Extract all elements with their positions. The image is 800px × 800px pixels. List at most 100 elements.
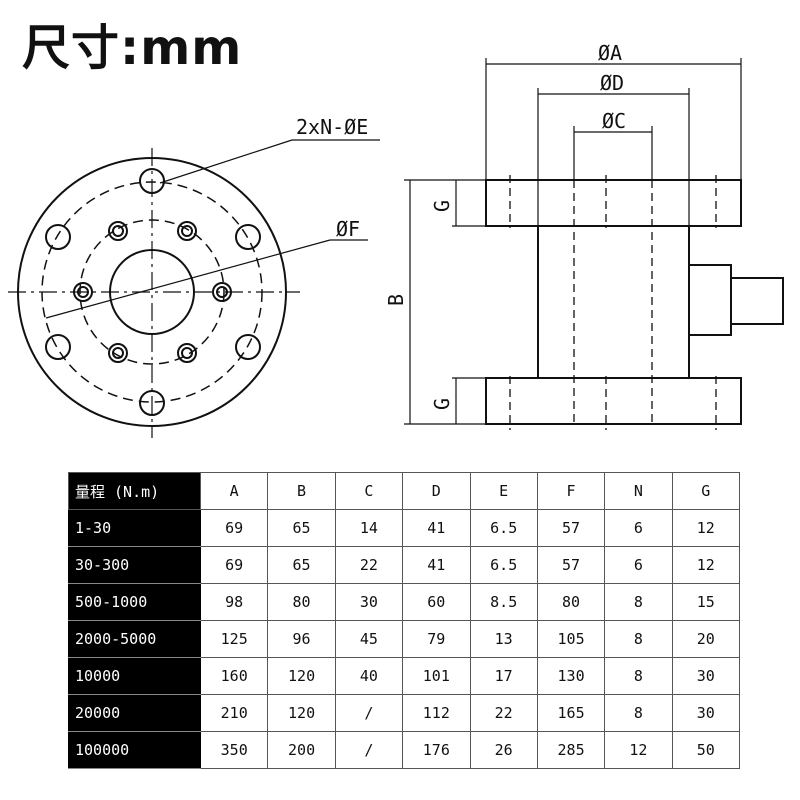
phiD-label: ØD	[600, 71, 624, 95]
flange-hole	[45, 334, 71, 360]
B-label: B	[384, 294, 408, 306]
table-cell: 22	[469, 694, 538, 732]
table-cell: 69	[199, 509, 269, 547]
table-cell: 80	[267, 583, 336, 621]
table-row: 20000 210 120 / 112 22 165 8 30	[68, 694, 741, 732]
G-top-label: G	[430, 200, 454, 212]
table-cell: 57	[536, 546, 606, 584]
table-cell: 6	[604, 509, 673, 547]
flange-hole	[45, 224, 71, 250]
table-cell: 8.5	[469, 583, 538, 621]
table-cell: 30	[671, 657, 741, 695]
table-cell: 210	[199, 694, 269, 732]
dimension-lines	[404, 58, 742, 425]
table-cell: /	[334, 694, 404, 732]
table-cell: 69	[199, 546, 269, 584]
column-header: A	[199, 472, 269, 510]
table-cell: 120	[267, 694, 336, 732]
table-cell: 160	[199, 657, 269, 695]
table-cell: 165	[536, 694, 606, 732]
table-cell: 12	[671, 546, 741, 584]
table-cell: 30	[334, 583, 404, 621]
column-header: B	[267, 472, 336, 510]
table-cell: 96	[267, 620, 336, 658]
range-header: 量程 (N.m)	[68, 472, 201, 510]
column-header: G	[671, 472, 741, 510]
table-cell: 60	[402, 583, 471, 621]
range-cell: 2000-5000	[68, 620, 201, 658]
table-cell: 15	[671, 583, 741, 621]
units-title: 尺寸:mm	[22, 20, 243, 76]
table-row: 10000 160 120 40 101 17 130 8 30	[68, 657, 741, 695]
phiF-label: ØF	[336, 217, 360, 241]
table-cell: 50	[671, 731, 741, 769]
flange-hole	[235, 334, 261, 360]
table-row: 500-1000 98 80 30 60 8.5 80 8 15	[68, 583, 741, 621]
pcd-leader-line	[45, 239, 331, 319]
front-view	[8, 139, 380, 438]
spec-table: 量程 (N.m) A B C D E F N G 1-30 69 65 14 4…	[68, 472, 741, 769]
table-cell: 41	[402, 546, 471, 584]
table-cell: 98	[199, 583, 269, 621]
table-cell: 14	[334, 509, 404, 547]
range-cell: 30-300	[68, 546, 201, 584]
table-cell: 80	[536, 583, 606, 621]
table-cell: 350	[199, 731, 269, 769]
connector-base	[688, 264, 732, 336]
table-cell: 22	[334, 546, 404, 584]
spec-table-header: 量程 (N.m) A B C D E F N G	[68, 472, 741, 510]
table-cell: 26	[469, 731, 538, 769]
table-cell: 120	[267, 657, 336, 695]
top-flange	[485, 179, 742, 227]
table-cell: 40	[334, 657, 404, 695]
phiC-label: ØC	[602, 109, 626, 133]
table-cell: /	[334, 731, 404, 769]
table-cell: 12	[604, 731, 673, 769]
side-view	[404, 58, 784, 430]
center-bore	[109, 249, 195, 335]
table-cell: 20	[671, 620, 741, 658]
column-header: N	[604, 472, 673, 510]
table-cell: 6	[604, 546, 673, 584]
range-cell: 500-1000	[68, 583, 201, 621]
table-cell: 125	[199, 620, 269, 658]
bottom-flange	[485, 377, 742, 425]
table-cell: 285	[536, 731, 606, 769]
table-cell: 41	[402, 509, 471, 547]
table-cell: 79	[402, 620, 471, 658]
column-header: D	[402, 472, 471, 510]
table-cell: 101	[402, 657, 471, 695]
table-cell: 105	[536, 620, 606, 658]
column-header: E	[469, 472, 538, 510]
table-cell: 13	[469, 620, 538, 658]
column-header: F	[536, 472, 606, 510]
connector-plug	[730, 277, 784, 325]
table-row: 1-30 69 65 14 41 6.5 57 6 12	[68, 509, 741, 547]
column-header: C	[334, 472, 404, 510]
range-cell: 100000	[68, 731, 201, 769]
table-cell: 45	[334, 620, 404, 658]
table-cell: 8	[604, 583, 673, 621]
table-cell: 176	[402, 731, 471, 769]
hidden-lines	[509, 175, 717, 430]
G-bottom-label: G	[430, 398, 454, 410]
table-row: 100000 350 200 / 176 26 285 12 50	[68, 731, 741, 769]
range-cell: 1-30	[68, 509, 201, 547]
table-cell: 6.5	[469, 509, 538, 547]
table-cell: 8	[604, 620, 673, 658]
table-cell: 12	[671, 509, 741, 547]
flange-hole	[235, 224, 261, 250]
outer-flange-circle	[17, 157, 287, 427]
range-cell: 20000	[68, 694, 201, 732]
holes-leader-line	[159, 139, 293, 184]
range-cell: 10000	[68, 657, 201, 695]
table-cell: 6.5	[469, 546, 538, 584]
table-row: 2000-5000 125 96 45 79 13 105 8 20	[68, 620, 741, 658]
table-cell: 65	[267, 509, 336, 547]
table-cell: 17	[469, 657, 538, 695]
table-cell: 8	[604, 657, 673, 695]
table-cell: 57	[536, 509, 606, 547]
sensor-body	[537, 225, 690, 379]
table-cell: 130	[536, 657, 606, 695]
table-cell: 30	[671, 694, 741, 732]
